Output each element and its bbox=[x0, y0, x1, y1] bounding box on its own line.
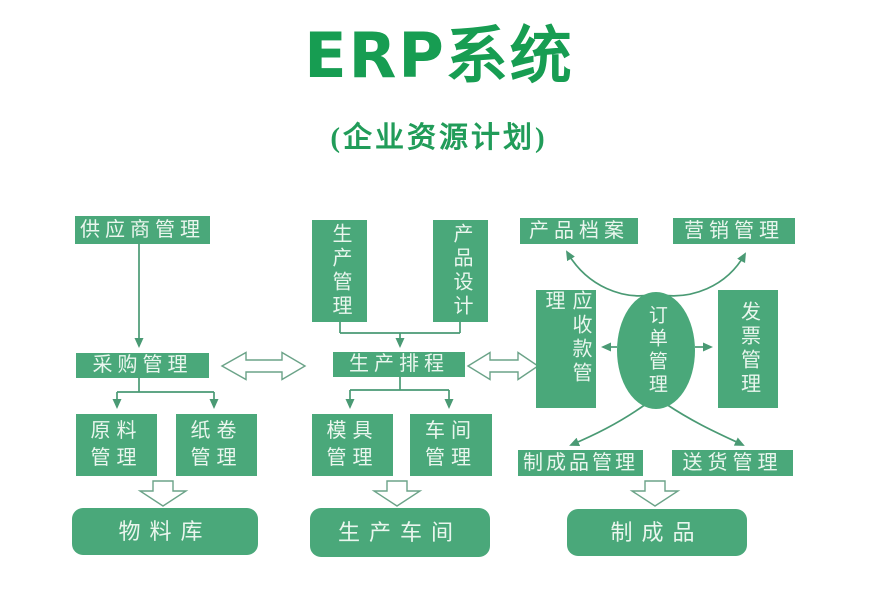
block-arrow-to-production-workshop bbox=[371, 480, 423, 507]
block-arrow-to-finished-goods bbox=[629, 480, 681, 507]
node-finished-goods-mgmt: 制成品管理 bbox=[518, 450, 643, 476]
node-supplier-mgmt: 供应商管理 bbox=[75, 216, 210, 244]
double-arrow-purchasing-scheduling bbox=[220, 351, 307, 381]
page-subtitle: (企业资源计划) bbox=[330, 122, 548, 154]
bracket-to-scheduling bbox=[339, 322, 461, 348]
bracket-scheduling-to-shops bbox=[345, 376, 454, 409]
page-title: ERP系统 bbox=[304, 19, 574, 92]
node-delivery-mgmt: 送货管理 bbox=[672, 450, 793, 476]
node-production-workshop: 生产车间 bbox=[310, 508, 490, 557]
node-marketing-mgmt: 营销管理 bbox=[673, 218, 795, 244]
block-arrow-to-material-warehouse bbox=[137, 480, 189, 507]
node-receivables-mgmt: 应收款管理 bbox=[536, 290, 596, 408]
node-production-scheduling: 生产排程 bbox=[333, 352, 465, 377]
node-purchasing-mgmt: 采购管理 bbox=[76, 353, 209, 378]
node-order-mgmt: 订单管理 bbox=[617, 292, 695, 409]
node-production-mgmt: 生产管理 bbox=[312, 220, 367, 322]
node-paper-roll-mgmt: 纸卷管理 bbox=[176, 414, 257, 476]
node-material-warehouse: 物料库 bbox=[72, 508, 258, 555]
bracket-purchasing-to-materials bbox=[112, 377, 219, 409]
arrow-order-to-delivery bbox=[665, 403, 745, 446]
node-invoice-mgmt: 发票管理 bbox=[718, 290, 778, 408]
double-arrow-scheduling-receivables bbox=[466, 351, 540, 381]
node-mold-mgmt: 模具管理 bbox=[312, 414, 393, 476]
node-raw-material-mgmt: 原料管理 bbox=[76, 414, 157, 476]
node-product-design: 产品设计 bbox=[433, 220, 488, 322]
arrow-order-to-finished-goods-mgmt bbox=[569, 403, 647, 446]
node-workshop-mgmt: 车间管理 bbox=[410, 414, 492, 476]
node-product-archive: 产品档案 bbox=[520, 218, 638, 244]
node-finished-goods: 制成品 bbox=[567, 509, 747, 556]
